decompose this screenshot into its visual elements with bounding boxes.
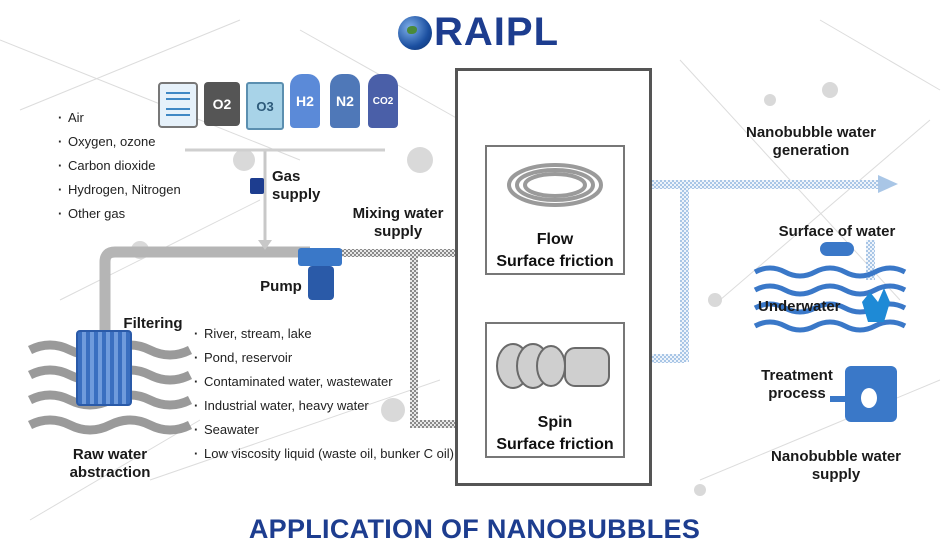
filter-icon (76, 330, 132, 406)
pump-icon (298, 244, 342, 302)
spin-motor-icon (496, 343, 610, 389)
water-source-list: River, stream, lake Pond, reservoir Cont… (194, 322, 454, 466)
gas-label-co2: CO2 (372, 95, 394, 107)
nanobubble-generation-label: Nanobubble water generation (746, 124, 877, 159)
flow-friction-box: Flow Surface friction (485, 145, 625, 275)
list-item: Other gas (58, 202, 181, 226)
oxygen-generator-icon: O2 (204, 82, 240, 126)
globe-icon (398, 15, 432, 50)
faucet-icon (820, 242, 854, 256)
flow-label: Flow (536, 231, 574, 248)
sea-waves (753, 265, 907, 333)
filtering-label: Filtering (123, 315, 183, 332)
cylinder-n2-icon: N2 (330, 74, 360, 128)
list-item: Oxygen, ozone (58, 130, 181, 154)
gas-label-h2: H2 (296, 93, 314, 109)
list-item: Contaminated water, wastewater (194, 370, 454, 394)
gas-label-o3: O3 (256, 98, 274, 114)
logo: RAIPL (398, 10, 559, 55)
mixing-water-supply-label: Mixing water supply (352, 205, 444, 240)
spin-surface-friction-label: Surface friction (496, 436, 614, 453)
list-item: Air (58, 106, 181, 130)
treatment-pipe (830, 396, 846, 402)
ozone-generator-icon: O3 (246, 82, 284, 130)
cylinder-h2-icon: H2 (290, 74, 320, 128)
page-title: APPLICATION OF NANOBUBBLES (248, 514, 701, 544)
spin-friction-box: Spin Surface friction (485, 322, 625, 458)
list-item: Industrial water, heavy water (194, 394, 454, 418)
underwater-label: Underwater (758, 298, 841, 315)
raw-water-abstraction-label: Raw water abstraction (69, 446, 151, 481)
treatment-process-label: Treatment process (761, 367, 833, 402)
nanobubble-supply-label: Nanobubble water supply (770, 448, 901, 483)
list-item: Low viscosity liquid (waste oil, bunker … (194, 442, 454, 466)
logo-text: RAIPL (434, 10, 559, 54)
pump-label: Pump (260, 278, 302, 295)
list-item: Carbon dioxide (58, 154, 181, 178)
surface-of-water-label: Surface of water (778, 223, 896, 240)
gas-label-n2: N2 (336, 93, 354, 109)
list-item: River, stream, lake (194, 322, 454, 346)
list-item: Seawater (194, 418, 454, 442)
flow-surface-friction-label: Surface friction (496, 253, 614, 270)
gas-supply-label: Gas supply (272, 168, 321, 203)
hose-coil-icon (507, 163, 603, 207)
gas-list: Air Oxygen, ozone Carbon dioxide Hydroge… (58, 106, 181, 226)
spin-label: Spin (537, 414, 573, 431)
treatment-tank-icon (845, 366, 897, 422)
list-item: Pond, reservoir (194, 346, 454, 370)
cylinder-co2-icon: CO2 (368, 74, 398, 128)
list-item: Hydrogen, Nitrogen (58, 178, 181, 202)
gas-label-o2: O2 (212, 96, 232, 112)
gas-valve-icon (250, 178, 264, 194)
